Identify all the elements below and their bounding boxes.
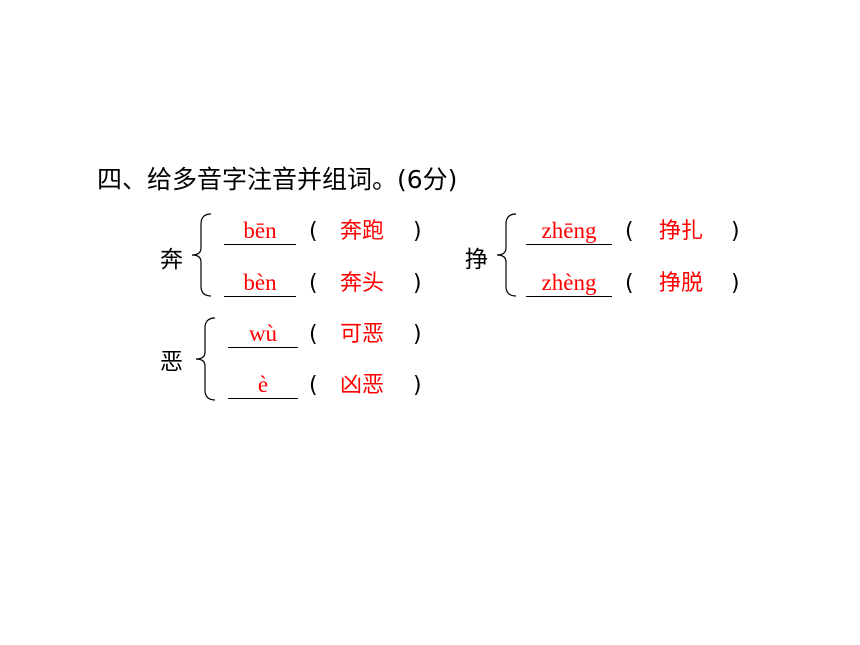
pinyin-blank: zhēng xyxy=(526,218,612,246)
pinyin-answer: zhèng xyxy=(541,270,597,295)
left-brace-icon xyxy=(496,213,517,297)
left-brace-icon xyxy=(195,317,216,401)
word-answer: 凶恶 xyxy=(340,373,385,398)
word-answer: 挣扎 xyxy=(659,219,704,244)
answer-underline xyxy=(228,347,298,348)
answer-underline xyxy=(224,296,296,297)
close-paren: ) xyxy=(731,271,740,296)
word-answer: 奔跑 xyxy=(340,219,385,244)
answer-underline xyxy=(526,244,612,245)
question-title: 四、给多音字注音并组词。(6分) xyxy=(97,165,458,194)
polyphonic-char-zheng: 挣 xyxy=(465,247,488,273)
pinyin-answer: bèn xyxy=(243,270,277,295)
open-paren: ( xyxy=(309,322,318,347)
open-paren: ( xyxy=(625,271,634,296)
word-answer: 挣脱 xyxy=(659,271,704,296)
close-paren: ) xyxy=(413,271,422,296)
word-answer: 可恶 xyxy=(340,322,385,347)
pinyin-blank: bēn xyxy=(224,218,296,246)
answer-underline xyxy=(228,398,298,399)
polyphonic-char-ben: 奔 xyxy=(160,247,183,273)
answer-underline xyxy=(224,244,296,245)
close-paren: ) xyxy=(413,373,422,398)
close-paren: ) xyxy=(413,322,422,347)
pinyin-answer: bēn xyxy=(243,218,277,243)
left-brace-icon xyxy=(191,213,212,297)
open-paren: ( xyxy=(309,219,318,244)
pinyin-blank: è xyxy=(228,372,298,400)
answer-underline xyxy=(526,296,612,297)
word-answer: 奔头 xyxy=(340,271,385,296)
pinyin-answer: zhēng xyxy=(541,218,597,243)
open-paren: ( xyxy=(625,219,634,244)
close-paren: ) xyxy=(731,219,740,244)
polyphonic-char-e: 恶 xyxy=(160,349,183,375)
close-paren: ) xyxy=(413,219,422,244)
pinyin-answer: è xyxy=(257,372,269,397)
pinyin-blank: zhèng xyxy=(526,270,612,298)
open-paren: ( xyxy=(309,373,318,398)
pinyin-blank: wù xyxy=(228,321,298,349)
pinyin-answer: wù xyxy=(248,321,278,346)
open-paren: ( xyxy=(309,271,318,296)
pinyin-blank: bèn xyxy=(224,270,296,298)
